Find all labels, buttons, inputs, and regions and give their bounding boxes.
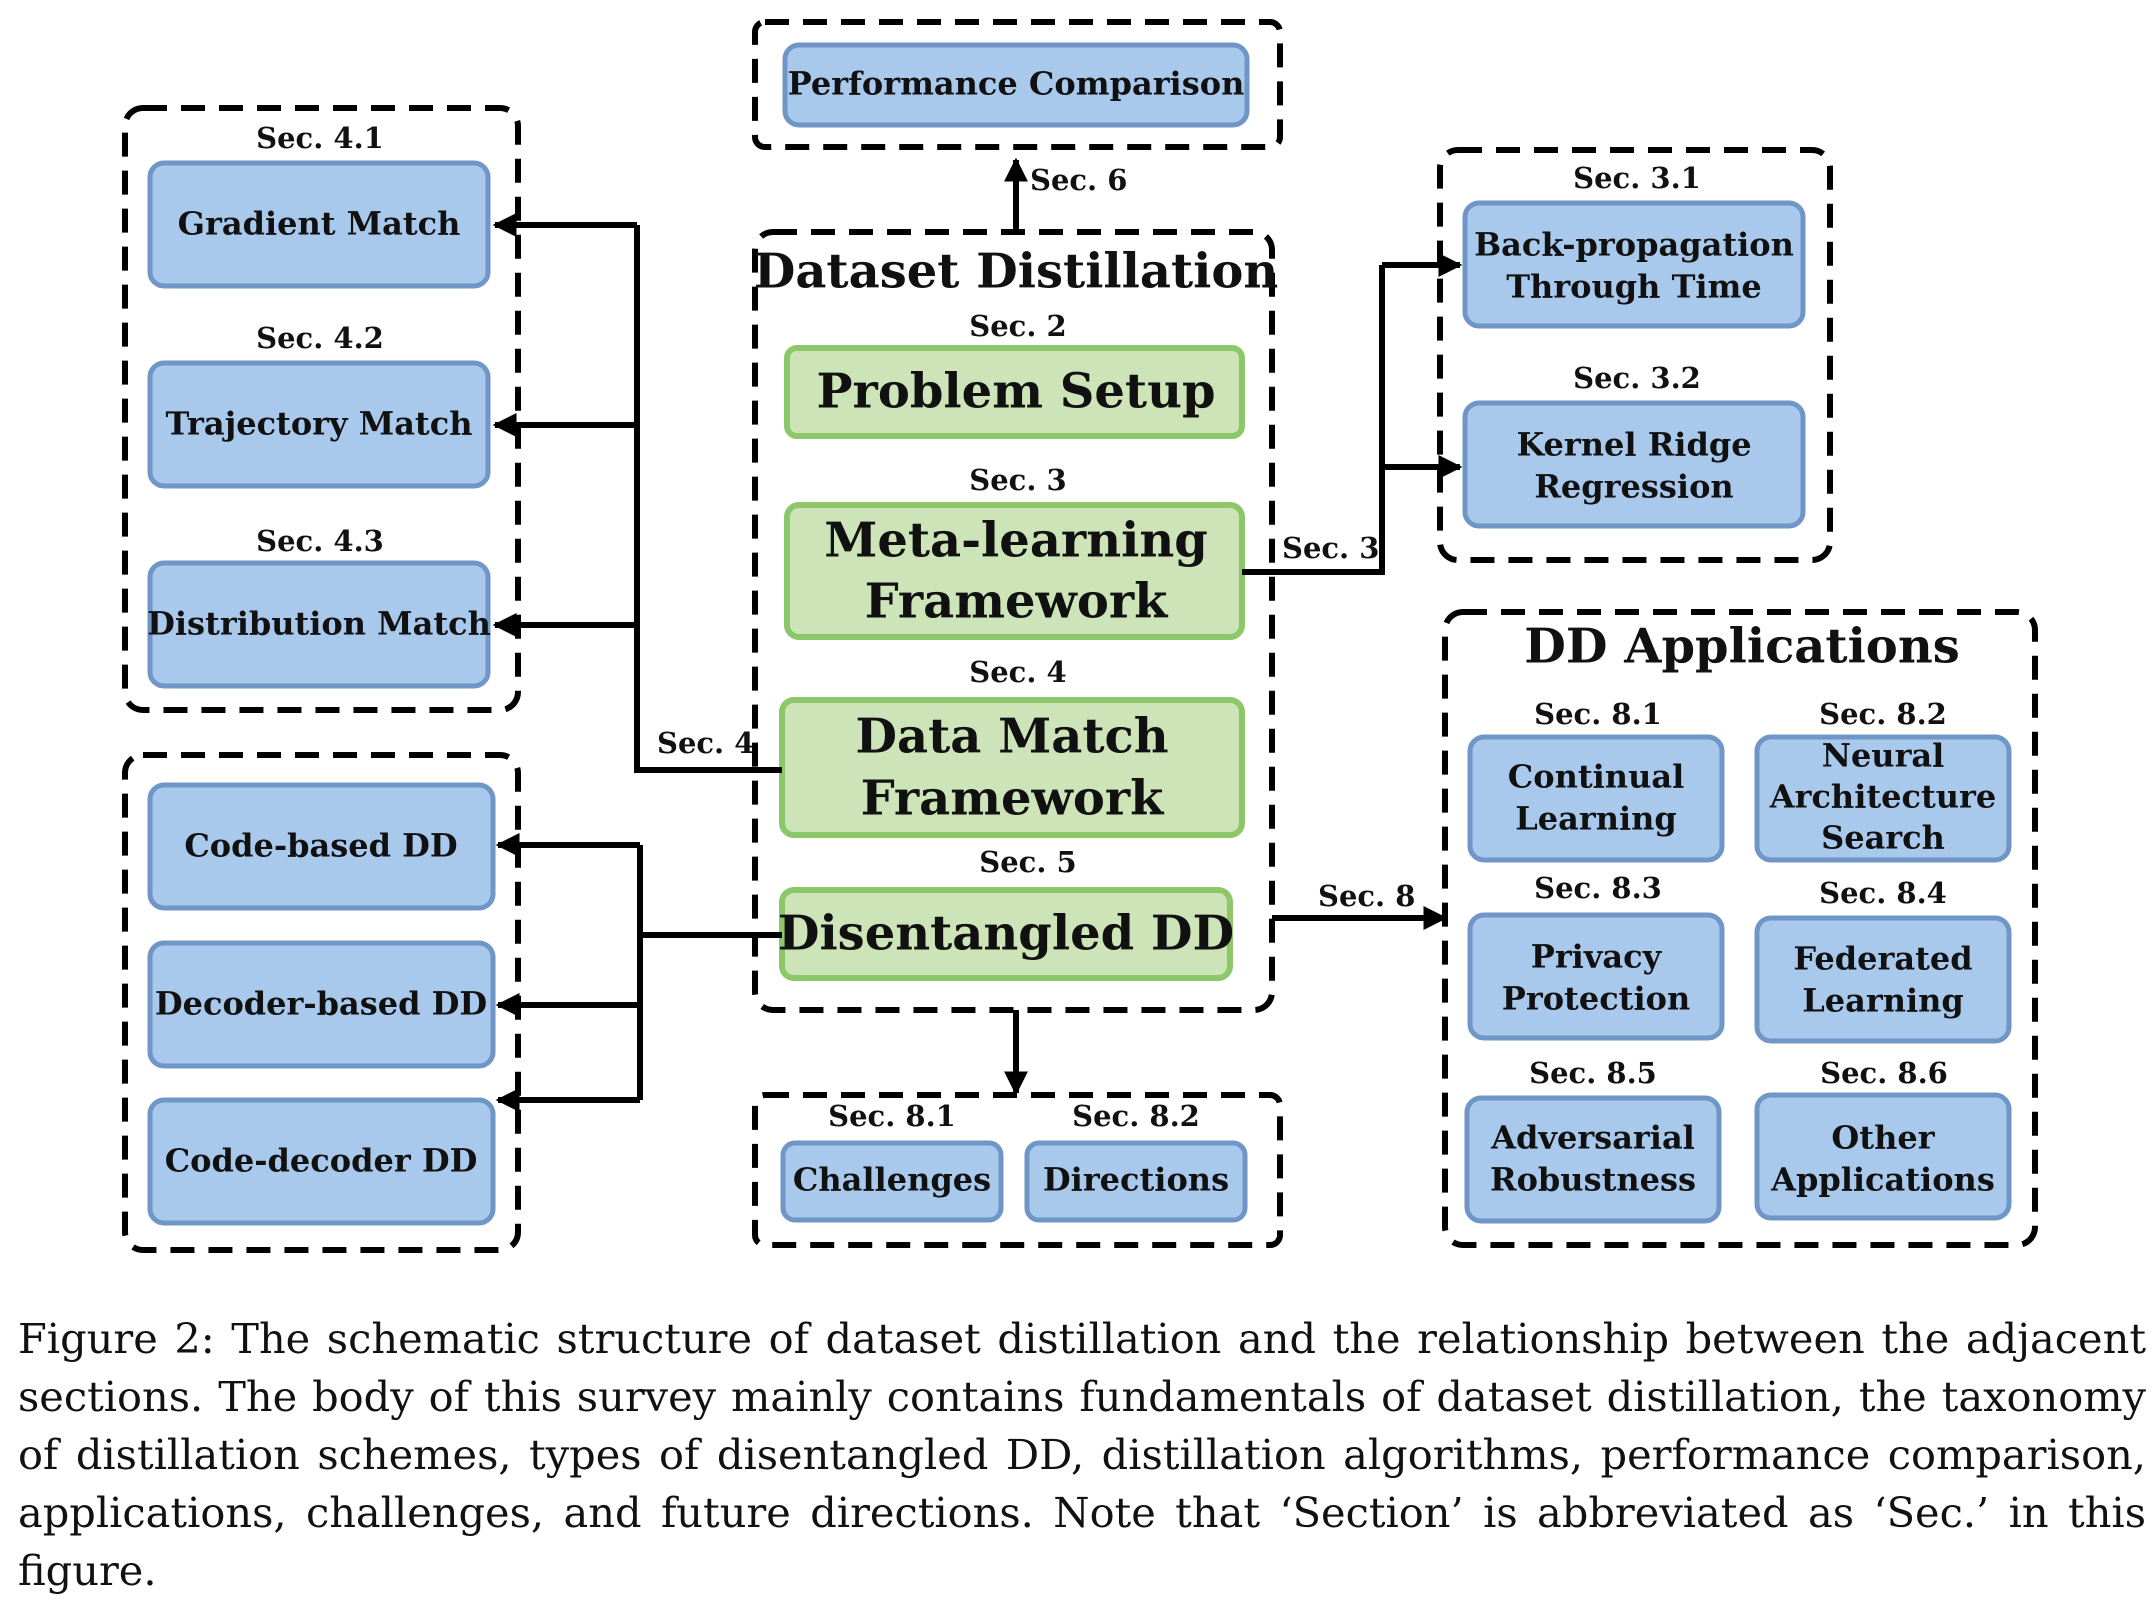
data-match-sec: Sec. 4 <box>969 655 1066 689</box>
code-based-box <box>147 782 496 911</box>
app-other-box <box>1754 1092 2012 1221</box>
distribution-match-box <box>147 560 491 689</box>
data-match-link-sec: Sec. 4 <box>657 726 754 760</box>
bptt-line2: Through Time <box>1506 268 1762 306</box>
distribution-match-label: Distribution Match <box>147 605 491 643</box>
app-other-sec: Sec. 8.6 <box>1820 1056 1948 1090</box>
app-privacy-box <box>1467 912 1725 1041</box>
app-privacy-sec: Sec. 8.3 <box>1534 871 1662 905</box>
code-decoder-label: Code-decoder DD <box>165 1142 478 1180</box>
app-nas-line3: Search <box>1821 819 1945 857</box>
applications-group <box>1442 609 2038 1248</box>
directions-sec: Sec. 8.2 <box>1072 1099 1200 1133</box>
applications-link-sec: Sec. 8 <box>1318 879 1415 913</box>
meta-group <box>1437 147 1833 563</box>
app-privacy-line1: Privacy <box>1531 938 1663 976</box>
gradient-match-label: Gradient Match <box>178 205 461 243</box>
bptt-sec: Sec. 3.1 <box>1573 161 1701 195</box>
meta-learning-line2: Framework <box>865 574 1170 630</box>
app-continual-sec: Sec. 8.1 <box>1534 697 1662 731</box>
app-adversarial-sec: Sec. 8.5 <box>1529 1056 1657 1090</box>
problem-setup-label: Problem Setup <box>816 364 1215 420</box>
problem-setup-box <box>784 345 1245 439</box>
app-other-line1: Other <box>1831 1119 1935 1157</box>
code-based-label: Code-based DD <box>184 827 457 865</box>
app-privacy-line2: Protection <box>1502 980 1690 1018</box>
krr-box <box>1462 400 1806 529</box>
challenges-sec: Sec. 8.1 <box>828 1099 956 1133</box>
applications-title: DD Applications <box>1524 619 1959 675</box>
figure-caption: Figure 2: The schematic structure of dat… <box>18 1314 2146 1595</box>
app-adversarial-line2: Robustness <box>1490 1161 1696 1199</box>
challenges-box <box>780 1140 1004 1223</box>
data-match-line2: Framework <box>861 771 1166 827</box>
data-match-line1: Data Match <box>855 709 1168 765</box>
decoder-based-box <box>147 940 496 1069</box>
app-continual-line2: Learning <box>1515 800 1677 838</box>
distribution-match-sec: Sec. 4.3 <box>256 524 384 558</box>
app-federated-box <box>1754 915 2012 1044</box>
meta-learning-sec: Sec. 3 <box>969 463 1066 497</box>
krr-line1: Kernel Ridge <box>1516 426 1751 464</box>
app-nas-box <box>1754 734 2012 863</box>
app-adversarial-box <box>1464 1095 1722 1224</box>
performance-comparison-label: Performance Comparison <box>788 65 1245 103</box>
performance-comparison-box <box>782 42 1250 128</box>
disentangled-label: Disentangled DD <box>778 906 1234 962</box>
meta-trunk <box>1242 265 1385 575</box>
data-match-trunk <box>634 225 782 773</box>
problem-setup-sec: Sec. 2 <box>969 309 1066 343</box>
data-match-group <box>122 105 521 713</box>
app-federated-line1: Federated <box>1793 940 1972 978</box>
app-continual-line1: Continual <box>1508 758 1684 796</box>
performance-group <box>752 19 1283 150</box>
code-decoder-box <box>147 1097 496 1226</box>
bptt-line1: Back-propagation <box>1474 226 1794 264</box>
directions-box <box>1024 1140 1248 1223</box>
challenges-label: Challenges <box>793 1161 991 1199</box>
app-nas-line1: Neural <box>1822 737 1945 775</box>
meta-learning-line1: Meta-learning <box>824 513 1208 569</box>
app-nas-line2: Architecture <box>1769 778 1996 816</box>
app-nas-sec: Sec. 8.2 <box>1819 697 1947 731</box>
bottom-group <box>752 1092 1283 1248</box>
app-adversarial-line1: Adversarial <box>1490 1119 1695 1157</box>
app-federated-line2: Learning <box>1802 982 1964 1020</box>
decoder-based-label: Decoder-based DD <box>155 985 487 1023</box>
trajectory-match-label: Trajectory Match <box>166 405 473 443</box>
performance-link-sec: Sec. 6 <box>1030 163 1127 197</box>
dataset-distillation-title: Dataset Distillation <box>754 244 1279 300</box>
app-continual-box <box>1467 734 1725 863</box>
krr-line2: Regression <box>1534 468 1733 506</box>
app-other-line2: Applications <box>1770 1161 1995 1199</box>
trajectory-match-sec: Sec. 4.2 <box>256 321 384 355</box>
gradient-match-sec: Sec. 4.1 <box>256 121 384 155</box>
schematic-diagram: Performance Comparison Dataset Distillat… <box>122 19 2038 1253</box>
disentangled-sec: Sec. 5 <box>979 845 1076 879</box>
gradient-match-box <box>147 160 491 289</box>
app-federated-sec: Sec. 8.4 <box>1819 876 1947 910</box>
directions-label: Directions <box>1043 1161 1229 1199</box>
disentangled-trunk <box>637 845 782 938</box>
meta-link-sec: Sec. 3 <box>1282 531 1379 565</box>
trajectory-match-box <box>147 360 491 489</box>
krr-sec: Sec. 3.2 <box>1573 361 1701 395</box>
bptt-box <box>1462 200 1806 329</box>
